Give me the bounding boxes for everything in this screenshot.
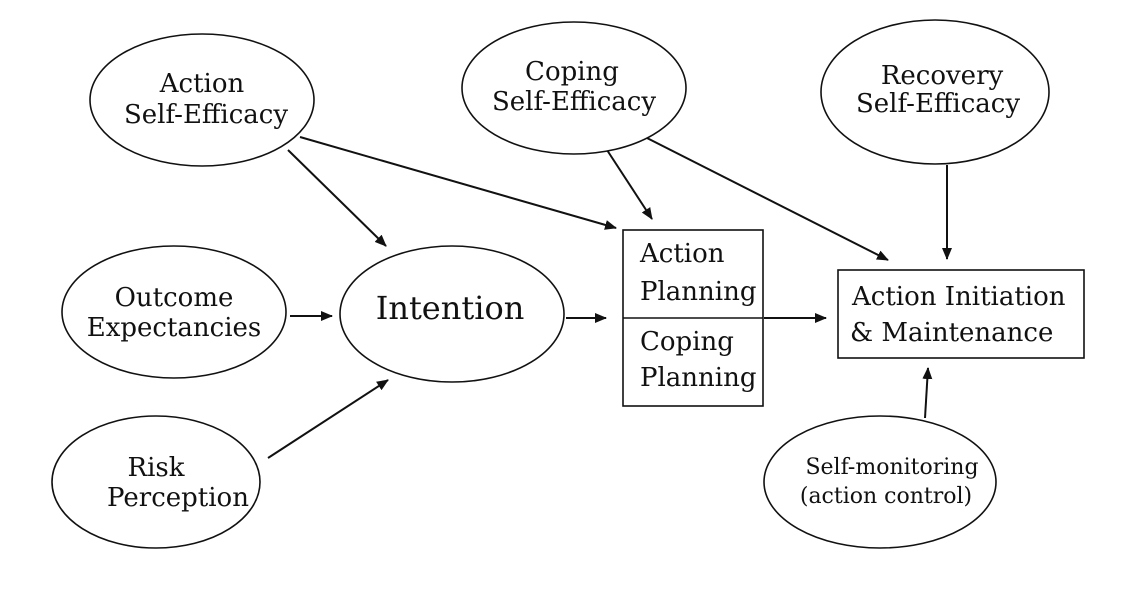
edge-action-se-to-planning (299, 136, 617, 230)
edge-coping-se-to-initiation (644, 136, 889, 261)
label-action-initiation-0: Action Initiation (851, 282, 1066, 312)
label-coping-self-efficacy-0: Coping (525, 57, 619, 87)
edges (267, 136, 952, 459)
label-outcome-expectancies-0: Outcome (115, 283, 234, 313)
label-recovery-self-efficacy-0: Recovery (881, 61, 1004, 91)
label-coping-self-efficacy-1: Self-Efficacy (492, 87, 656, 117)
label-coping-planning-0: Coping (640, 327, 734, 357)
label-recovery-self-efficacy-1: Self-Efficacy (856, 89, 1020, 119)
label-self-monitoring-1: (action control) (800, 484, 972, 509)
label-risk-perception-1: Perception (107, 483, 249, 513)
node-coping-self-efficacy: Coping Self-Efficacy (461, 21, 687, 155)
label-intention-0: Intention (376, 289, 525, 327)
edge-risk-to-intention (267, 379, 389, 459)
label-action-initiation-1: & Maintenance (850, 318, 1053, 348)
edge-coping-se-to-planning (606, 149, 653, 220)
node-action-self-efficacy: Action Self-Efficacy (89, 33, 315, 167)
label-action-planning-1: Planning (640, 277, 757, 307)
label-action-self-efficacy-0: Action (159, 69, 245, 99)
label-action-planning-0: Action (639, 239, 725, 269)
label-risk-perception-0: Risk (128, 453, 185, 483)
node-planning: Action Planning Coping Planning (622, 229, 764, 407)
label-action-self-efficacy-1: Self-Efficacy (124, 100, 288, 130)
edge-action-se-to-intention (287, 149, 387, 247)
node-recovery-self-efficacy: Recovery Self-Efficacy (820, 19, 1050, 165)
node-self-monitoring: Self-monitoring (action control) (763, 415, 997, 549)
label-self-monitoring-0: Self-monitoring (805, 455, 978, 480)
node-coping-planning: Coping Planning (640, 327, 757, 393)
node-risk-perception: Risk Perception (51, 415, 261, 549)
label-outcome-expectancies-1: Expectancies (87, 313, 262, 343)
edge-monitoring-to-initiation (922, 367, 933, 419)
node-action-initiation: Action Initiation & Maintenance (837, 269, 1085, 359)
node-intention: Intention (339, 245, 565, 383)
node-outcome-expectancies: Outcome Expectancies (61, 245, 287, 379)
label-coping-planning-1: Planning (640, 363, 757, 393)
node-action-planning: Action Planning (639, 239, 757, 307)
